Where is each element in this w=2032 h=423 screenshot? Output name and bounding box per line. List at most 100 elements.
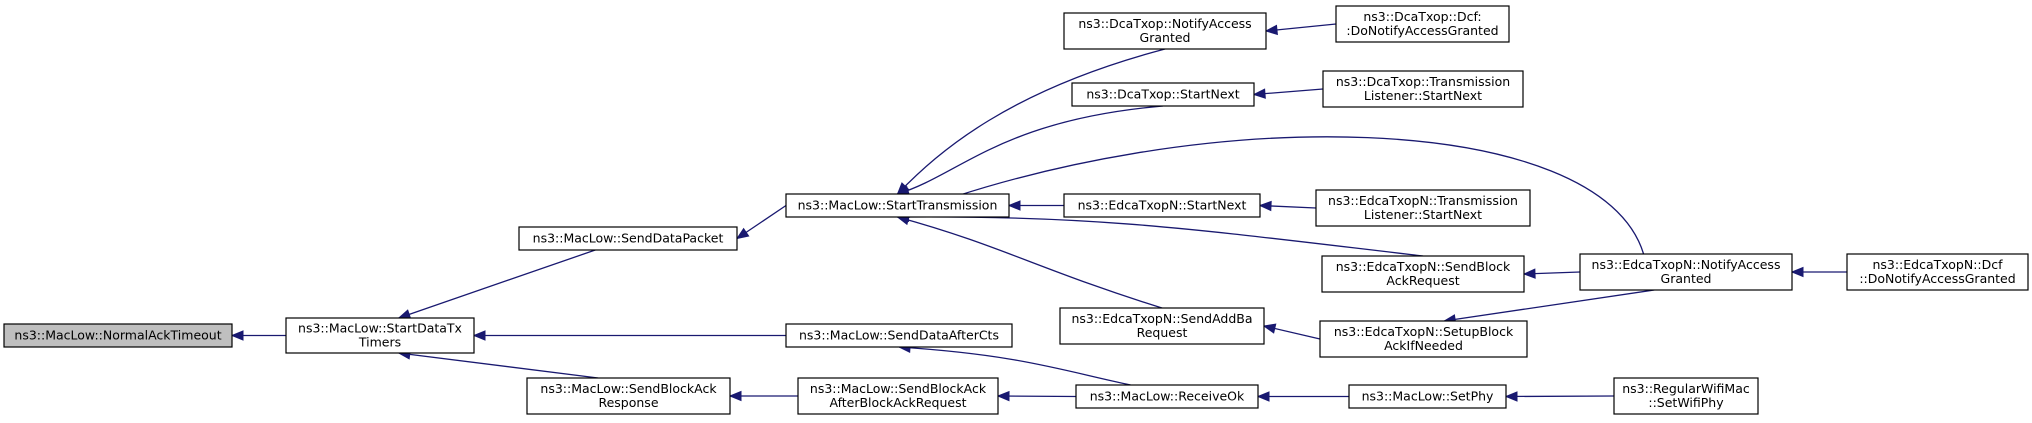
node-label-line: ns3::MacLow::StartDataTx [298,321,462,336]
arrowhead-icon [1007,200,1021,211]
node-label-line: ns3::EdcaTxopN::SendBlock [1336,259,1511,274]
node-label-line: Response [598,395,658,410]
arrowhead-icon [230,330,244,341]
node-label-line: ns3::MacLow::SendDataAfterCts [799,328,999,343]
edge-esn-to-st [1007,200,1064,211]
node-sphy[interactable]: ns3::MacLow::SetPhy [1348,384,1507,409]
edge-dtlsn-to-dsn [1252,88,1324,99]
edge-sphy-to-ro [1256,391,1349,402]
edge-esaddba-to-st [896,214,1163,309]
node-box [1075,384,1259,409]
node-box [1071,82,1255,107]
node-label-line: ns3::EdcaTxopN::StartNext [1078,198,1247,213]
node-box [1322,70,1524,108]
arrowhead-icon [728,390,742,402]
edge-ednag-to-enag [1790,266,1847,278]
node-etlsn[interactable]: ns3::EdcaTxopN::TransmissionListener::St… [1315,189,1531,227]
node-enag[interactable]: ns3::EdcaTxopN::NotifyAccessGranted [1579,253,1793,291]
node-label-line: ns3::DcaTxop::StartNext [1086,87,1239,102]
edge-line [897,48,1166,195]
edge-sbaabar-to-sbar [728,390,798,402]
arrowhead-icon [1264,24,1278,36]
node-label-line: ns3::MacLow::NormalAckTimeout [14,328,221,343]
node-label-line: Granted [1661,271,1712,286]
node-label-line: Listener::StartNext [1364,207,1482,222]
node-label-line: ns3::MacLow::StartTransmission [798,198,998,213]
node-label-line: ns3::EdcaTxopN::SendAddBa [1071,311,1252,326]
arrowhead-icon [472,330,486,341]
edge-sbar-to-sdtt [397,349,599,379]
node-dtlsn[interactable]: ns3::DcaTxop::TransmissionListener::Star… [1322,70,1524,108]
edge-line [897,105,1164,195]
node-label-line: ns3::RegularWifiMac [1622,381,1750,396]
arrowhead-icon [1252,88,1266,99]
node-box [1315,189,1531,227]
node-box [1579,253,1793,291]
node-rwsp[interactable]: ns3::RegularWifiMac::SetWifiPhy [1613,377,1759,415]
node-root[interactable]: ns3::MacLow::NormalAckTimeout [3,323,233,348]
node-dnag[interactable]: ns3::DcaTxop::NotifyAccessGranted [1063,12,1267,50]
node-label-line: ns3::DcaTxop::Transmission [1336,74,1510,89]
node-label-line: AckIfNeeded [1384,338,1463,353]
arrowhead-icon [1262,323,1277,334]
edge-sdtt-to-root [230,330,286,341]
node-ednag[interactable]: ns3::EdcaTxopN::Dcf::DoNotifyAccessGrant… [1846,253,2029,291]
node-label-line: ::SetWifiPhy [1648,395,1724,410]
edge-line [897,216,1163,309]
node-sdac[interactable]: ns3::MacLow::SendDataAfterCts [785,323,1013,348]
node-label-line: AckRequest [1386,273,1459,288]
edge-enag-to-esbar [1522,268,1581,279]
arrowhead-icon [1522,268,1536,279]
node-box [1335,5,1510,43]
node-box [3,323,233,348]
node-label-line: Granted [1140,30,1191,45]
edge-line [1505,395,1615,398]
node-label-line: Timers [358,335,401,350]
node-label-line: ns3::MacLow::SetPhy [1362,389,1494,404]
node-label-line: Request [1137,325,1188,340]
edge-ddnag-to-dnag [1264,23,1337,36]
arrowhead-icon [1504,391,1518,402]
node-box [518,226,738,251]
edge-dnag-to-st [896,48,1166,195]
node-box [1348,384,1507,409]
arrowhead-icon [1256,391,1270,402]
node-sdp[interactable]: ns3::MacLow::SendDataPacket [518,226,738,251]
arrowhead-icon [397,309,412,320]
node-label-line: :DoNotifyAccessGranted [1346,23,1498,38]
edge-line [1253,88,1324,96]
node-box [785,323,1013,348]
node-label-line: ns3::EdcaTxopN::SetupBlock [1334,324,1514,339]
edge-line [897,136,1645,255]
node-box [1319,320,1528,358]
edge-etlsn-to-esn [1258,200,1317,212]
node-sbaabar[interactable]: ns3::MacLow::SendBlockAckAfterBlockAckRe… [797,377,999,415]
node-label-line: ns3::MacLow::ReceiveOk [1090,389,1245,404]
node-st[interactable]: ns3::MacLow::StartTransmission [785,193,1010,218]
node-label-line: Listener::StartNext [1364,88,1482,103]
node-box [1613,377,1759,415]
edge-line [997,395,1077,398]
node-ro[interactable]: ns3::MacLow::ReceiveOk [1075,384,1259,409]
node-label-line: ns3::EdcaTxopN::Transmission [1328,193,1518,208]
node-ddnag[interactable]: ns3::DcaTxop::Dcf::DoNotifyAccessGranted [1335,5,1510,43]
node-box [785,193,1010,218]
node-dsn[interactable]: ns3::DcaTxop::StartNext [1071,82,1255,107]
edge-rwsp-to-sphy [1504,391,1615,402]
edge-line [398,249,596,319]
node-label-line: ns3::EdcaTxopN::NotifyAccess [1592,257,1781,272]
node-box [1063,193,1261,218]
edge-enag-to-esbain [1442,289,1655,325]
node-box [526,377,731,415]
edge-st-to-sdp [735,204,787,240]
node-esn[interactable]: ns3::EdcaTxopN::StartNext [1063,193,1261,218]
arrowhead-icon [735,227,750,240]
node-label-line: ns3::MacLow::SendDataPacket [533,231,724,246]
arrowhead-icon [1790,266,1804,278]
